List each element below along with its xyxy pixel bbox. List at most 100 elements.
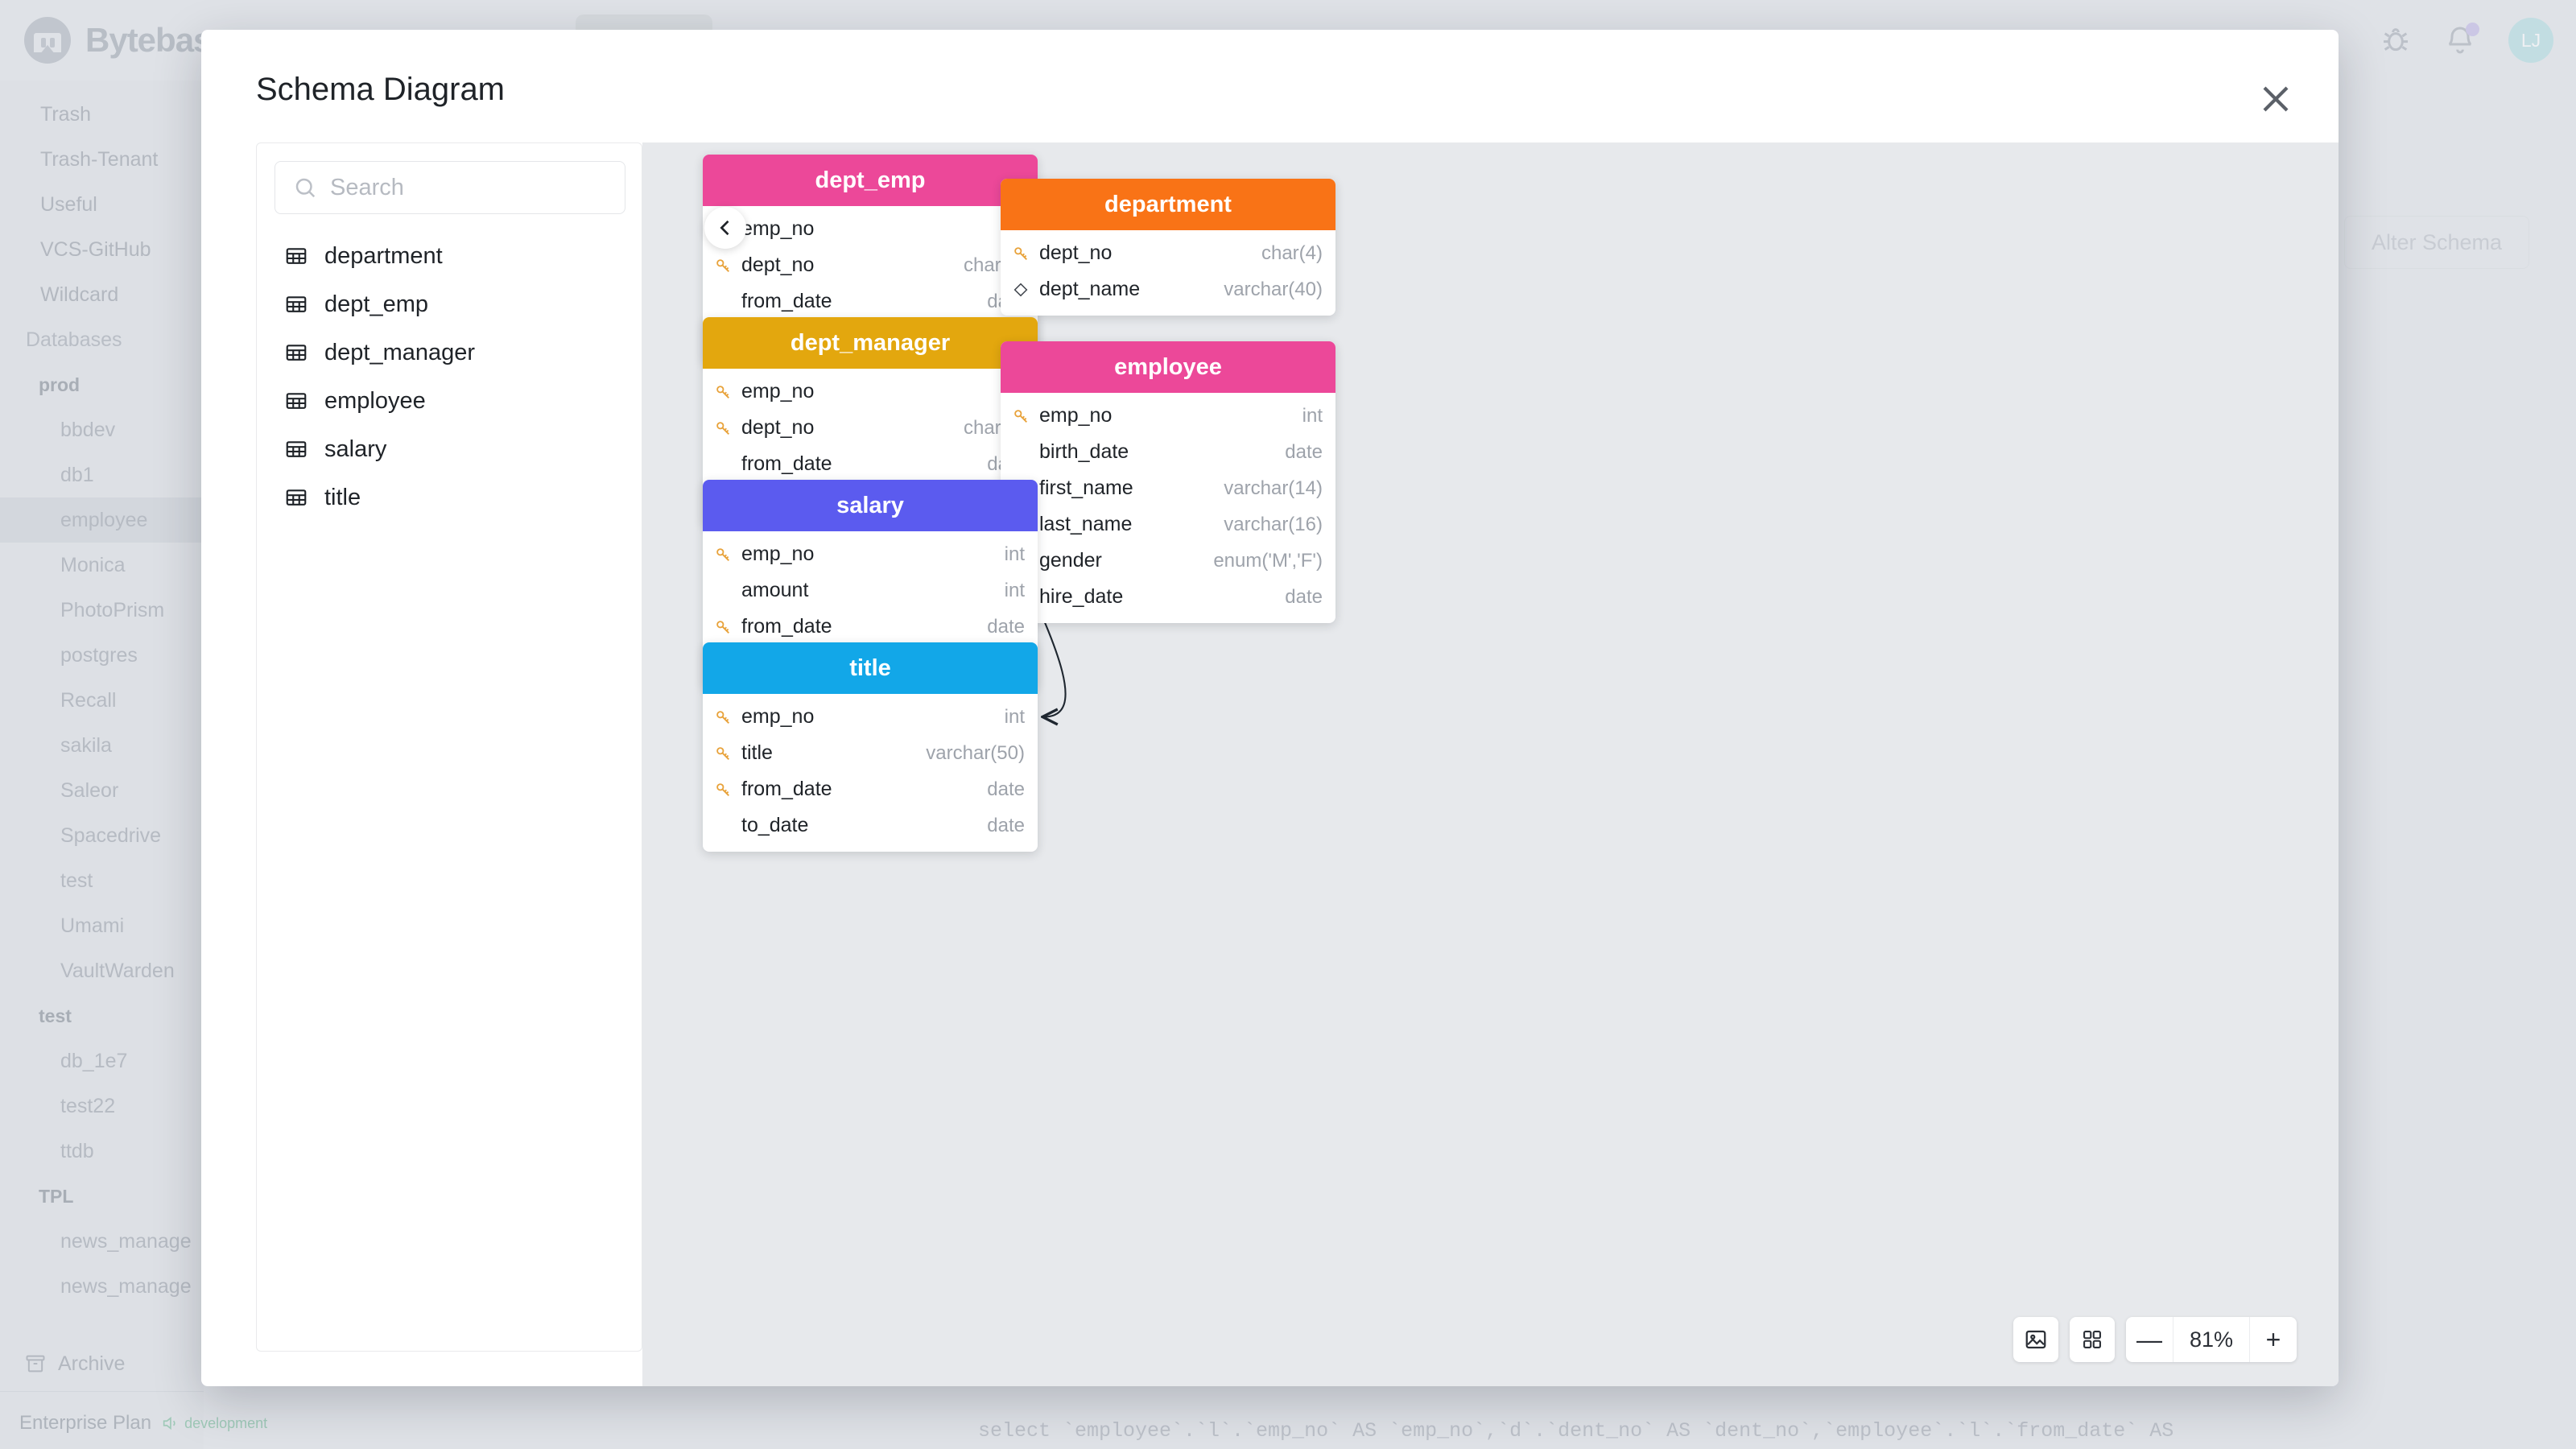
table-node-title: dept_emp [703,155,1038,206]
column-name: gender [1039,549,1102,572]
sidebar-item-test[interactable]: test [0,858,204,903]
sidebar-item-test22[interactable]: test22 [0,1084,204,1129]
column-name: emp_no [1039,404,1113,427]
chevron-left-icon[interactable] [704,207,746,249]
sidebar-item-label: VCS-GitHub [40,237,151,261]
avatar[interactable]: LJ [2508,18,2553,63]
sidebar-item-vcs-github[interactable]: VCS-GitHub [0,227,204,272]
search-input[interactable] [330,174,604,201]
sidebar-item-label: Saleor [60,778,119,802]
sidebar-item-archive[interactable]: Archive [0,1341,125,1386]
sidebar-item-prod[interactable]: prod [0,362,204,407]
primary-key-icon [716,258,729,272]
sidebar-item-trash-tenant[interactable]: Trash-Tenant [0,137,204,182]
sidebar-item-sakila[interactable]: sakila [0,723,204,768]
sidebar-item-useful[interactable]: Useful [0,182,204,227]
sidebar-item-db1[interactable]: db1 [0,452,204,497]
sidebar-item-employee[interactable]: employee [0,497,204,543]
image-icon[interactable] [2013,1317,2058,1362]
sidebar-item-wildcard[interactable]: Wildcard [0,272,204,317]
sidebar-item-vaultwarden[interactable]: VaultWarden [0,948,204,993]
column-type: date [1285,440,1323,463]
sidebar-item-label: sakila [60,733,112,757]
zoom-in-button[interactable]: + [2265,1324,2281,1354]
table-list-item[interactable]: dept_manager [275,328,627,377]
table-list-item[interactable]: employee [275,377,627,425]
zoom-out-button[interactable]: — [2136,1324,2162,1354]
column-name: title [741,741,773,764]
diagram-canvas[interactable]: dept_empemp_nointdept_nochar(4)from_date… [642,142,2339,1386]
column-name: emp_no [741,217,815,240]
sidebar-item-photoprism[interactable]: PhotoPrism [0,588,204,633]
column-name: from_date [741,615,832,638]
column-type: varchar(40) [1224,278,1323,300]
search-box[interactable] [275,161,625,214]
table-icon [286,248,307,264]
sidebar-item-monica[interactable]: Monica [0,543,204,588]
sidebar-item-label: test [60,869,93,892]
sidebar-item-test[interactable]: test [0,993,204,1038]
bell-icon[interactable] [2444,23,2479,56]
alter-schema-button[interactable]: Alter Schema [2344,216,2529,269]
zoom-level-label[interactable]: 81% [2173,1317,2250,1362]
brand-logo[interactable]: Bytebase [0,17,230,64]
sidebar-item-news-manage[interactable]: news_manage [0,1219,204,1264]
sidebar-item-label: VaultWarden [60,959,175,982]
table-list-item[interactable]: department [275,232,627,280]
table-list-item[interactable]: title [275,473,627,522]
column-icon-placeholder [714,582,732,600]
sidebar-item-ttdb[interactable]: ttdb [0,1129,204,1174]
bytebase-logo-icon [24,17,71,64]
table-list-item-label: title [324,484,361,510]
plan-row[interactable]: Enterprise Plan development [19,1412,267,1435]
sidebar-item-recall[interactable]: Recall [0,678,204,723]
sidebar-item-postgres[interactable]: postgres [0,633,204,678]
table-list-item[interactable]: dept_emp [275,280,627,328]
sidebar-item-tpl[interactable]: TPL [0,1174,204,1219]
sidebar-item-label: bbdev [60,418,116,441]
bug-icon[interactable] [2380,24,2412,56]
column-type: varchar(16) [1224,513,1323,535]
sidebar-item-news-manage[interactable]: news_manage [0,1264,204,1309]
sidebar-item-spacedrive[interactable]: Spacedrive [0,813,204,858]
sidebar-item-label: Trash-Tenant [40,147,159,171]
sidebar-item-bbdev[interactable]: bbdev [0,407,204,452]
sidebar-item-label: news_manage [60,1229,192,1253]
close-icon[interactable] [2256,80,2295,118]
sidebar-item-db-1e7[interactable]: db_1e7 [0,1038,204,1084]
table-list-item[interactable]: salary [275,425,627,473]
sidebar-item-trash[interactable]: Trash [0,92,204,137]
notification-badge [2466,23,2479,36]
column-type: date [1285,585,1323,608]
table-icon [286,296,307,312]
sidebar-item-umami[interactable]: Umami [0,903,204,948]
sidebar-item-saleor[interactable]: Saleor [0,768,204,813]
grid-icon[interactable] [2070,1317,2115,1362]
search-icon [295,178,316,198]
